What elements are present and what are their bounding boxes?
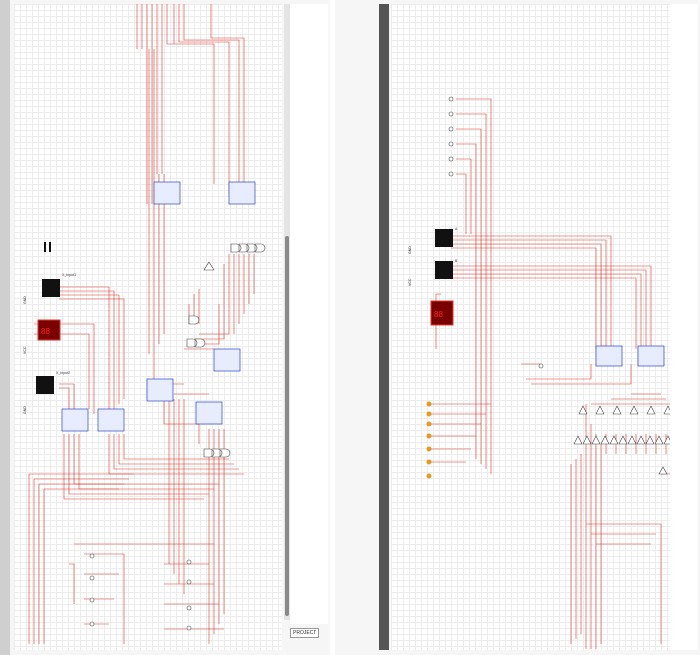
- chip-u9[interactable]: [595, 345, 623, 367]
- svg-text:VCC: VCC: [23, 346, 27, 354]
- left-schematic-window: 88 GND VCC GND X_Input1 X_Input2 PROJECT: [0, 0, 330, 655]
- svg-text:GND: GND: [408, 246, 412, 254]
- chip-u5[interactable]: [195, 401, 223, 425]
- chip-u7[interactable]: [97, 408, 125, 432]
- svg-text:GND: GND: [23, 296, 27, 304]
- project-tab[interactable]: PROJECT: [290, 628, 320, 638]
- left-vertical-scrollbar[interactable]: [284, 4, 290, 620]
- svg-text:88: 88: [41, 327, 50, 336]
- chip-u4[interactable]: [146, 378, 174, 402]
- circuit-diagram-left: 88 GND VCC GND X_Input1 X_Input2: [23, 4, 266, 644]
- left-scroll-thumb[interactable]: [285, 236, 289, 616]
- input-block-1[interactable]: [42, 279, 60, 297]
- circuit-diagram-right: 88 GND VCC A: [408, 96, 683, 649]
- vertical-ruler: [0, 0, 10, 655]
- input-block-b[interactable]: [435, 261, 453, 279]
- svg-text:X_Input2: X_Input2: [56, 371, 70, 375]
- svg-text:GND: GND: [23, 406, 27, 414]
- chip-u2[interactable]: [228, 181, 256, 205]
- svg-text:VCC: VCC: [408, 278, 412, 286]
- schematic-canvas-right[interactable]: 88 GND VCC A: [391, 4, 696, 650]
- right-vertical-ruler: [379, 4, 389, 650]
- chip-u6[interactable]: [61, 408, 89, 432]
- right-schematic-window: 88 GND VCC A: [335, 0, 700, 655]
- chip-u1[interactable]: [153, 181, 181, 205]
- svg-text:X_Input1: X_Input1: [62, 273, 76, 277]
- svg-text:A: A: [455, 227, 458, 231]
- seven-segment-display-right: [430, 300, 454, 326]
- input-block-a[interactable]: [435, 229, 453, 247]
- chip-u10[interactable]: [637, 345, 665, 367]
- input-block-2[interactable]: [36, 376, 54, 394]
- schematic-canvas-left[interactable]: 88 GND VCC GND X_Input1 X_Input2: [14, 4, 282, 650]
- seven-segment-display: [37, 319, 61, 341]
- chip-u3[interactable]: [213, 348, 241, 372]
- svg-text:88: 88: [434, 310, 443, 319]
- svg-text:B: B: [455, 259, 458, 263]
